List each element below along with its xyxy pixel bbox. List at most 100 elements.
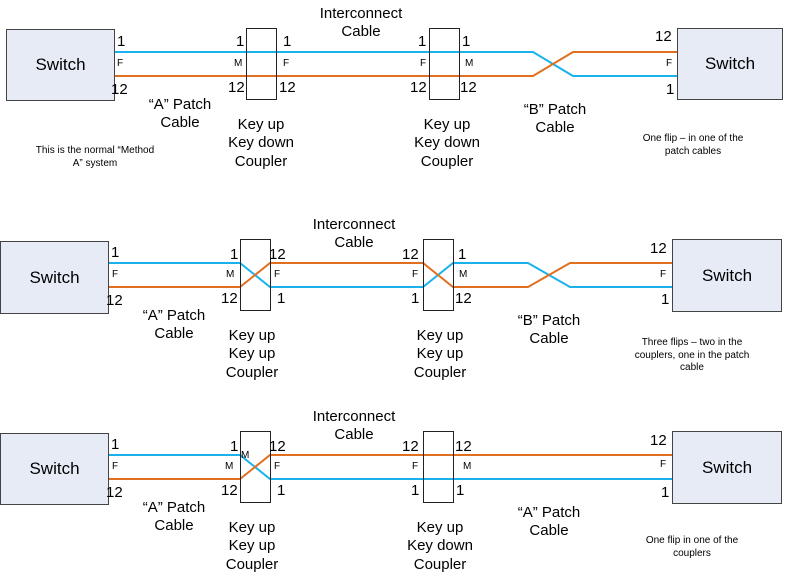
pin-label: 12 [455, 290, 472, 307]
pin-label: 12 [106, 484, 123, 501]
row-2-fiber-orange [108, 262, 677, 288]
pin-label: 1 [661, 291, 670, 308]
label-line: Interconnect [319, 5, 403, 22]
coupler [423, 431, 454, 503]
pin-gender-label: M [465, 58, 474, 69]
label-line: Interconnect [312, 216, 396, 233]
caption-note: This is the normal “Method A” system [35, 145, 155, 169]
label-line: Key down [414, 134, 480, 152]
label-line: Cable [341, 23, 381, 41]
pin-gender-label: M [463, 461, 472, 472]
pin-label: 1 [230, 438, 239, 455]
left-switch: Switch [0, 433, 109, 505]
pin-label: 12 [111, 81, 128, 98]
label-line: “B” Patch [517, 312, 581, 329]
label-line: Cable [529, 522, 569, 540]
pin-gender-label: F [112, 269, 119, 280]
row-3-fiber-blue [108, 454, 677, 480]
label-line: Cable [535, 119, 575, 137]
coupler [429, 28, 460, 100]
coupler-label: Key up Key up Coupler [202, 327, 302, 382]
interconnect-cable-label: Interconnect Cable [289, 216, 419, 253]
label-line: Key up [416, 519, 464, 536]
pin-gender-label: F [283, 58, 290, 69]
pin-gender-label: F [660, 459, 667, 470]
pin-label: 1 [661, 484, 670, 501]
label-line: Coupler [225, 363, 279, 381]
pin-gender-label: F [274, 461, 281, 472]
pin-gender-label: M [226, 269, 235, 280]
pin-label: 1 [277, 482, 286, 499]
pin-gender-label: F [420, 58, 427, 69]
pin-gender-label: F [666, 58, 673, 69]
row-1-fiber-blue [115, 51, 677, 77]
label-line: Key up [228, 519, 276, 536]
label-line: Cable [160, 114, 200, 132]
pin-label: 12 [402, 246, 419, 263]
pin-label: 12 [402, 438, 419, 455]
left-switch: Switch [6, 29, 115, 101]
pin-label: 1 [230, 246, 239, 263]
label-line: Coupler [413, 555, 467, 573]
patch-cable-label: “A” Patch Cable [130, 96, 230, 133]
interconnect-cable-label: Interconnect Cable [289, 408, 419, 445]
pin-label: 1 [111, 436, 120, 453]
label-line: Key down [407, 537, 473, 555]
label-line: “A” Patch [517, 504, 581, 521]
pin-gender-label: F [412, 461, 419, 472]
pin-label: 12 [228, 79, 245, 96]
pin-label: 1 [411, 290, 420, 307]
pin-label: 1 [418, 33, 427, 50]
pin-label: 12 [655, 28, 672, 45]
label-line: Key up [416, 327, 464, 344]
label-line: Key up [228, 537, 276, 555]
pin-label: 1 [458, 246, 467, 263]
label-line: Key up [416, 345, 464, 363]
patch-cable-label: “A” Patch Cable [499, 504, 599, 541]
row-1-fiber-orange [115, 51, 677, 77]
label-line: Coupler [225, 555, 279, 573]
label-line: Coupler [420, 152, 474, 170]
pin-gender-label: M [225, 461, 234, 472]
pin-gender-label: F [660, 269, 667, 280]
right-switch: Switch [672, 239, 782, 312]
left-switch: Switch [0, 241, 109, 314]
pin-label: 12 [221, 482, 238, 499]
pin-label: 12 [410, 79, 427, 96]
label-line: Key up [228, 345, 276, 363]
pin-label: 1 [456, 482, 465, 499]
pin-label: 12 [221, 290, 238, 307]
pin-gender-label: F [274, 269, 281, 280]
pin-label: 12 [460, 79, 477, 96]
pin-label: 1 [283, 33, 292, 50]
patch-cable-label: “B” Patch Cable [505, 101, 605, 138]
patch-cable-label: “A” Patch Cable [124, 499, 224, 536]
coupler [240, 431, 271, 503]
label-line: Key up [228, 327, 276, 344]
caption-note: One flip in one of the couplers [645, 535, 739, 559]
pin-label: 12 [279, 79, 296, 96]
label-line: “B” Patch [523, 101, 587, 118]
label-line: Cable [154, 517, 194, 535]
pin-gender-label: F [117, 58, 124, 69]
coupler [240, 239, 271, 311]
pin-label: 1 [236, 33, 245, 50]
coupler-label: Key up Key up Coupler [202, 519, 302, 574]
row-3-fiber-orange [108, 454, 677, 480]
pin-label: 12 [650, 432, 667, 449]
coupler-label: Key up Key down Coupler [390, 519, 490, 574]
label-line: Coupler [413, 363, 467, 381]
label-line: Key up [423, 116, 471, 133]
label-line: Cable [154, 325, 194, 343]
right-switch: Switch [677, 28, 783, 100]
pin-label: 12 [650, 240, 667, 257]
label-line: Key up [237, 116, 285, 133]
pin-gender-label: M [459, 269, 468, 280]
pin-gender-label: F [112, 461, 119, 472]
row-1-fibers [115, 51, 677, 77]
pin-gender-label: M [241, 450, 250, 461]
pin-label: 12 [106, 292, 123, 309]
coupler-label: Key up Key down Coupler [211, 116, 311, 171]
label-line: “A” Patch [142, 307, 206, 324]
